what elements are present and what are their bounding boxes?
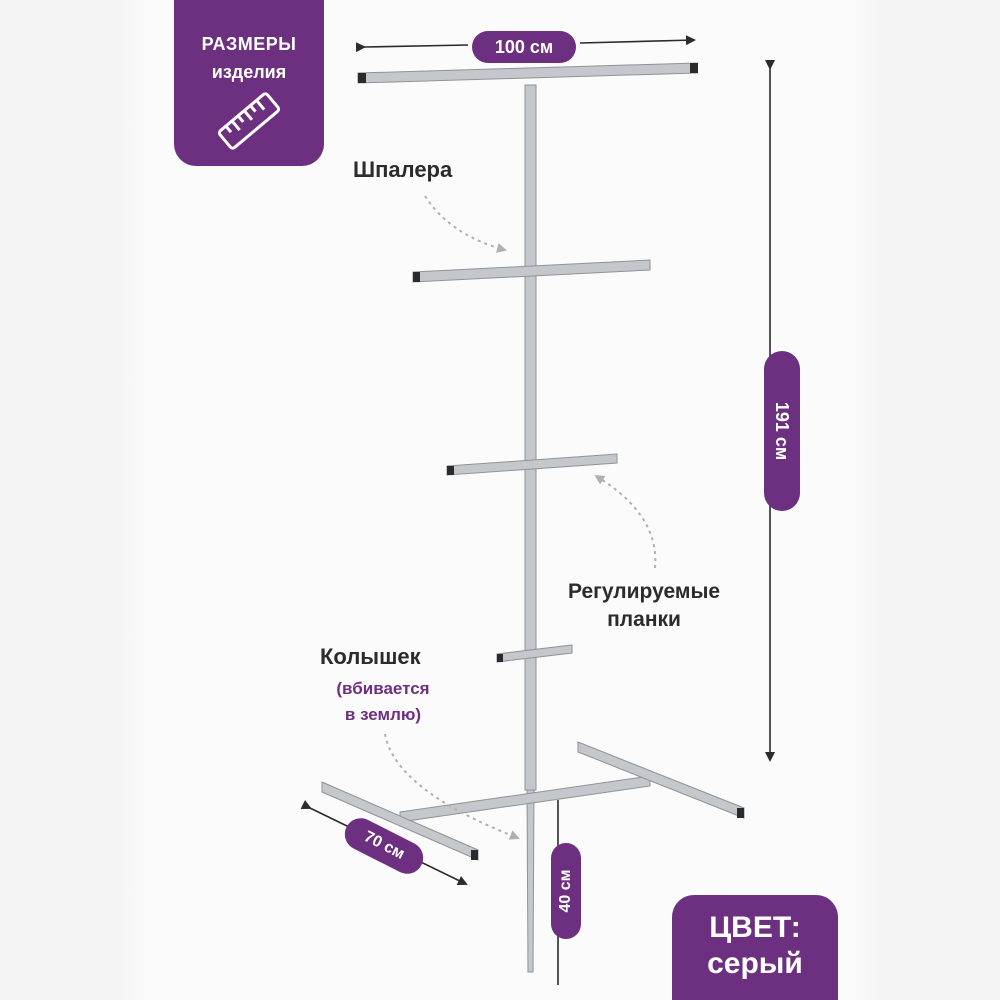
stake-note: (вбивается в землю) [320,676,446,728]
size-badge: РАЗМЕРЫ изделия [174,0,324,166]
stake-note-line2: в землю) [344,705,422,724]
slats-label-line1: Регулируемые [568,580,721,603]
trellis-frame [321,62,745,973]
trellis-label: Шпалера [353,157,453,182]
width-arrow-right [579,35,696,46]
color-badge-value: серый [707,947,803,980]
slats-callout [594,474,657,569]
size-badge-subtitle: изделия [211,62,287,82]
width-label: 100 см [472,31,576,63]
slats-label-line2: планки [607,608,681,631]
callout-arrows [384,195,657,840]
size-badge-title: РАЗМЕРЫ [201,34,297,54]
trellis-callout [424,195,507,253]
stake-length-label: 40 см [551,843,581,939]
color-badge-title: ЦВЕТ: [709,911,801,944]
stake-label: Колышек [320,644,421,669]
stake-note-line1: (вбивается [336,679,430,698]
adjustable-slats-label: Регулируемые планки [568,578,720,634]
color-badge: ЦВЕТ: серый [672,895,838,1000]
ruler-icon [217,92,281,150]
height-label: 191 см [764,351,800,511]
width-arrow-left [355,42,469,53]
